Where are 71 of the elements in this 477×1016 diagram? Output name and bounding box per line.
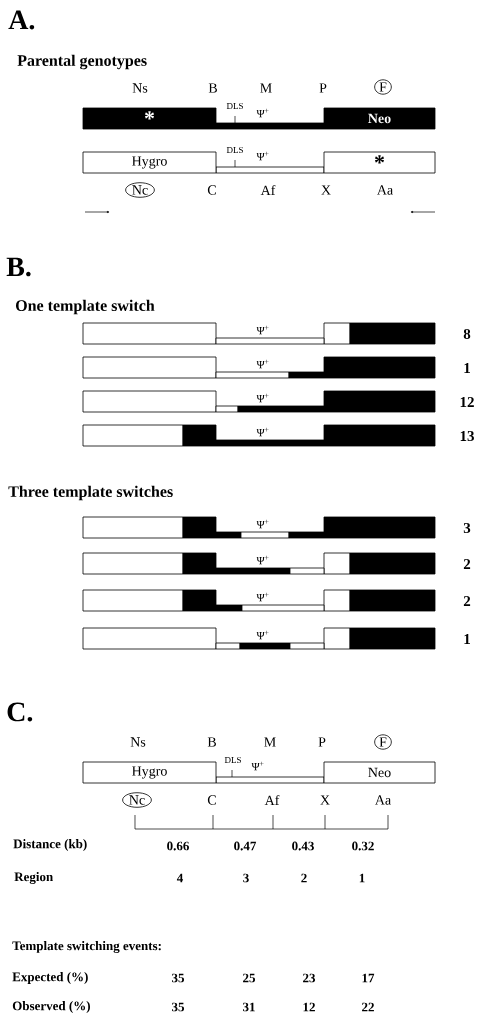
table-text: 35: [172, 1002, 184, 1012]
psi-label: Ψ$^{+}$: [256, 630, 269, 640]
gene-box: Neo: [323, 761, 436, 784]
count-label: 3: [463, 522, 471, 534]
section-heading: Three template switches: [8, 485, 173, 501]
dls-label: DLS: [226, 147, 243, 154]
circled-site-label: Nc: [125, 182, 155, 198]
table-text: 25: [243, 973, 255, 983]
table-text: 4: [176, 873, 183, 883]
section-heading: Parental genotypes: [17, 54, 147, 70]
panel-letter: A.: [8, 10, 35, 30]
site-label: P: [318, 737, 326, 747]
psi-label: Ψ$^{+}$: [251, 761, 264, 771]
table-text: 12: [303, 1002, 315, 1012]
site-label: M: [260, 83, 272, 93]
table-text: 17: [362, 973, 375, 983]
table-text: Expected (%): [12, 972, 88, 984]
gene-box: *: [323, 151, 436, 174]
site-label: B: [208, 83, 217, 93]
psi-label: Ψ$^{+}$: [256, 592, 269, 602]
table-text: Distance (kb): [13, 839, 87, 851]
psi-label: Ψ$^{+}$: [256, 151, 269, 161]
table-text: Region: [14, 872, 53, 884]
table-text: Template switching events:: [12, 941, 161, 953]
table-text: 2: [301, 873, 307, 883]
dls-label: DLS: [224, 757, 241, 764]
gene-box: Neo: [323, 107, 436, 130]
site-label: M: [264, 737, 276, 747]
table-text: Observed (%): [12, 1001, 90, 1013]
gene-box: Hygro: [82, 761, 217, 784]
site-label: B: [207, 737, 216, 747]
panel-letter: B.: [6, 257, 31, 277]
table-text: 1: [359, 873, 365, 883]
table-text: 0.66: [167, 841, 189, 851]
site-label: Af: [264, 795, 280, 805]
psi-label: Ψ$^{+}$: [256, 325, 269, 335]
site-label: Ns: [130, 737, 146, 747]
site-label: X: [320, 795, 330, 805]
table-text: 31: [243, 1002, 255, 1012]
circled-site-label: Nc: [122, 792, 152, 808]
psi-label: Ψ$^{+}$: [256, 427, 269, 437]
table-text: 35: [172, 973, 184, 983]
gene-box: *: [82, 107, 217, 130]
circled-site-label: F: [374, 79, 392, 95]
count-label: 13: [460, 430, 474, 442]
psi-label: Ψ$^{+}$: [256, 359, 269, 369]
table-text: 22: [362, 1002, 374, 1012]
circled-site-label: F: [374, 734, 392, 750]
table-text: 23: [303, 973, 316, 983]
psi-label: Ψ$^{+}$: [256, 519, 269, 529]
panel-letter: C.: [7, 702, 33, 722]
gene-box: Hygro: [82, 151, 217, 174]
site-label: Af: [260, 185, 276, 195]
count-label: 1: [464, 634, 470, 644]
psi-label: Ψ$^{+}$: [256, 108, 269, 118]
count-label: 1: [464, 363, 470, 373]
count-label: 2: [463, 596, 471, 606]
site-label: Ns: [132, 83, 148, 93]
psi-label: Ψ$^{+}$: [256, 555, 269, 565]
table-text: 3: [243, 873, 249, 883]
table-text: 0.43: [292, 841, 314, 851]
section-heading: One template switch: [16, 299, 155, 315]
dls-label: DLS: [226, 103, 243, 110]
count-label: 2: [463, 559, 471, 569]
count-label: 12: [460, 397, 474, 407]
count-label: 8: [463, 328, 471, 340]
table-text: 0.32: [352, 841, 374, 851]
psi-label: Ψ$^{+}$: [256, 393, 269, 403]
site-label: P: [319, 83, 327, 93]
site-label: X: [321, 185, 331, 195]
table-text: 0.47: [234, 841, 257, 851]
